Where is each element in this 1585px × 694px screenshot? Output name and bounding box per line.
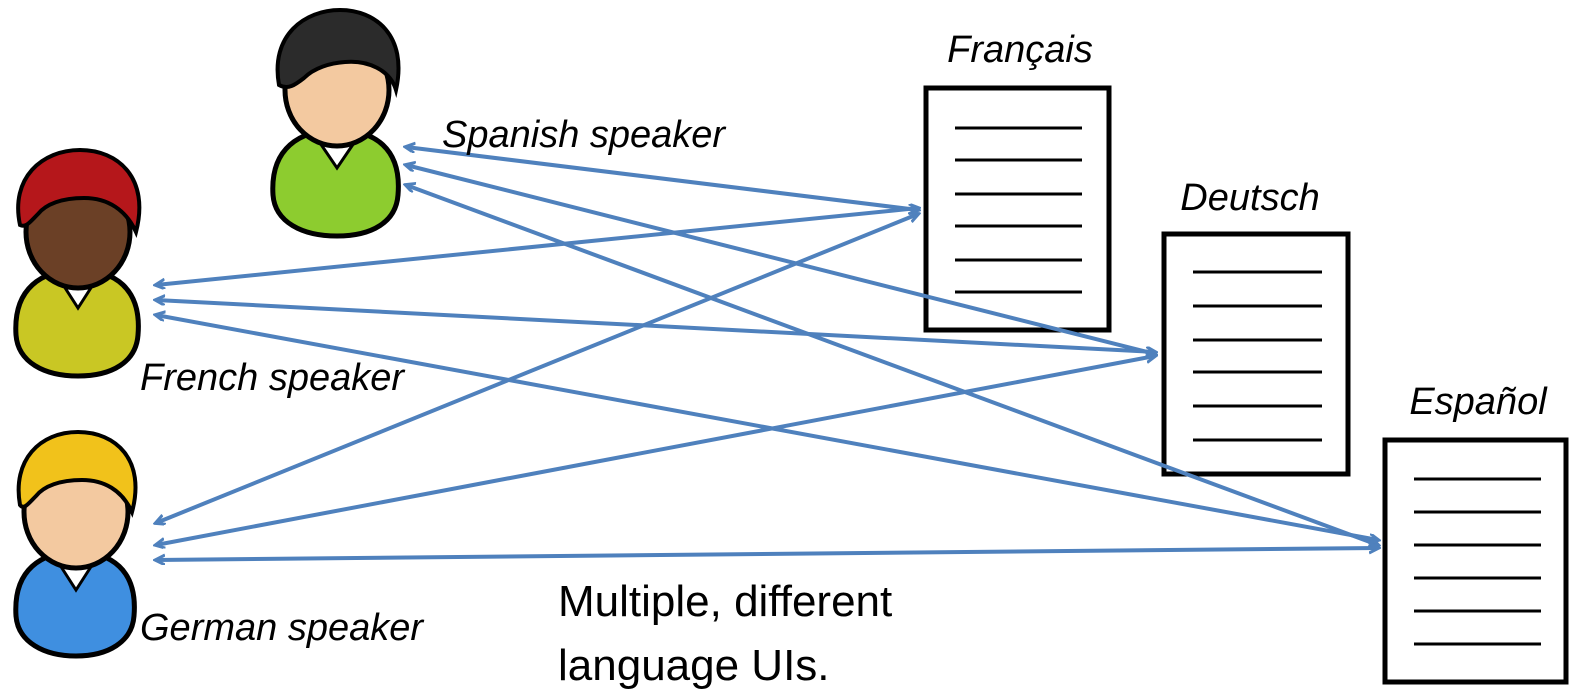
diagram-caption: Multiple, different language UIs. (558, 577, 892, 690)
arrow-french-francais (156, 208, 918, 285)
connection-arrows (156, 147, 1378, 560)
arrow-german-deutsch (156, 356, 1155, 545)
spanish-speaker: Spanish speaker (270, 7, 726, 239)
arrow-german-espanol (156, 548, 1378, 560)
text-lines (1414, 477, 1541, 646)
french-speaker: French speaker (13, 147, 405, 399)
document-label: Deutsch (1180, 177, 1319, 219)
document-deutsch: Deutsch (1161, 177, 1351, 477)
person-icon (13, 429, 138, 659)
hair (16, 429, 138, 518)
speaker-label: German speaker (140, 607, 424, 649)
caption-line-2: language UIs. (558, 641, 830, 690)
arrow-spanish-francais (406, 147, 918, 210)
hair (275, 7, 401, 98)
document-francais: Français (923, 29, 1112, 333)
document-label: Español (1409, 381, 1548, 423)
document-espanol: Español (1382, 381, 1569, 685)
hair (16, 147, 142, 238)
caption-line-1: Multiple, different (558, 577, 892, 626)
speaker-label: French speaker (140, 357, 405, 399)
german-speaker: German speaker (13, 429, 424, 659)
document-label: Français (947, 29, 1093, 71)
person-icon (13, 147, 142, 379)
person-icon (270, 7, 401, 239)
speaker-label: Spanish speaker (442, 114, 726, 156)
shirt (270, 127, 401, 239)
document-page (1161, 231, 1351, 477)
document-page (923, 85, 1112, 333)
document-page (1382, 437, 1569, 685)
